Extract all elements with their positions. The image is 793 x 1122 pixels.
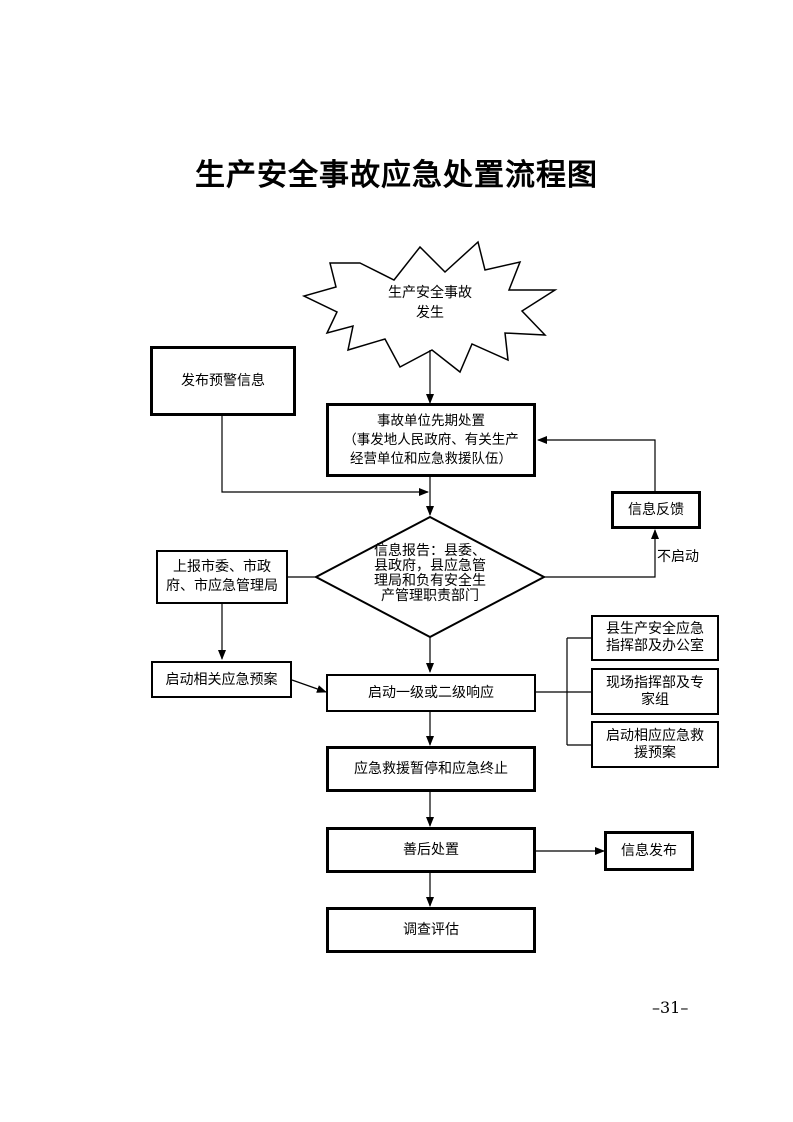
page-number: –31– (652, 998, 689, 1017)
command-office-node: 县生产安全应急 指挥部及办公室 (591, 615, 719, 661)
accident-starburst-shape (301, 240, 558, 374)
report-up-node-label: 上报市委、市政 府、市应急管理局 (166, 559, 278, 594)
suspend-node-label: 应急救援暂停和应急终止 (354, 761, 508, 777)
start-plan-node-label: 启动相关应急预案 (165, 671, 278, 688)
field-command-node: 现场指挥部及专 家组 (591, 668, 719, 715)
start-plan-node: 启动相关应急预案 (151, 661, 292, 698)
warning-node: 发布预警信息 (150, 346, 296, 416)
field-command-node-label: 现场指挥部及专 家组 (606, 674, 704, 708)
suspend-node: 应急救援暂停和应急终止 (326, 746, 536, 792)
command-office-node-label: 县生产安全应急 指挥部及办公室 (606, 621, 704, 654)
response-node: 启动一级或二级响应 (326, 674, 536, 712)
connector-warning-to-flow (221, 415, 429, 496)
first-response-node-label: 事故单位先期处置 （事发地人民政府、有关生产 经营单位和应急救援队伍） (343, 412, 519, 467)
connector-feedback-to-first-response (537, 436, 656, 491)
warning-node-label: 发布预警信息 (181, 373, 265, 389)
connector-decision-to-feedback (544, 529, 659, 578)
no-start-edge-label: 不启动 (657, 549, 699, 565)
first-response-node: 事故单位先期处置 （事发地人民政府、有关生产 经营单位和应急救援队伍） (326, 403, 536, 477)
feedback-node: 信息反馈 (611, 491, 701, 529)
evaluation-node-label: 调查评估 (403, 922, 459, 938)
page-title: 生产安全事故应急处置流程图 (195, 158, 598, 193)
info-release-node-label: 信息发布 (621, 843, 677, 859)
rescue-plan-node: 启动相应应急救 援预案 (591, 721, 719, 768)
report-decision-node-label: 信息报告：县委、 县政府，县应急管 理局和负有安全生 产管理职责部门 (374, 543, 486, 604)
accident-node-label: 生产安全事故 发生 (388, 285, 472, 321)
report-up-node: 上报市委、市政 府、市应急管理局 (156, 550, 288, 604)
response-node-label: 启动一级或二级响应 (368, 685, 494, 701)
rescue-plan-node-label: 启动相应应急救 援预案 (606, 727, 704, 761)
feedback-node-label: 信息反馈 (628, 502, 684, 518)
evaluation-node: 调查评估 (326, 907, 536, 953)
aftermath-node: 善后处置 (326, 827, 536, 873)
info-release-node: 信息发布 (604, 831, 694, 871)
connector-plan-to-response (291, 679, 327, 693)
aftermath-node-label: 善后处置 (403, 842, 459, 858)
